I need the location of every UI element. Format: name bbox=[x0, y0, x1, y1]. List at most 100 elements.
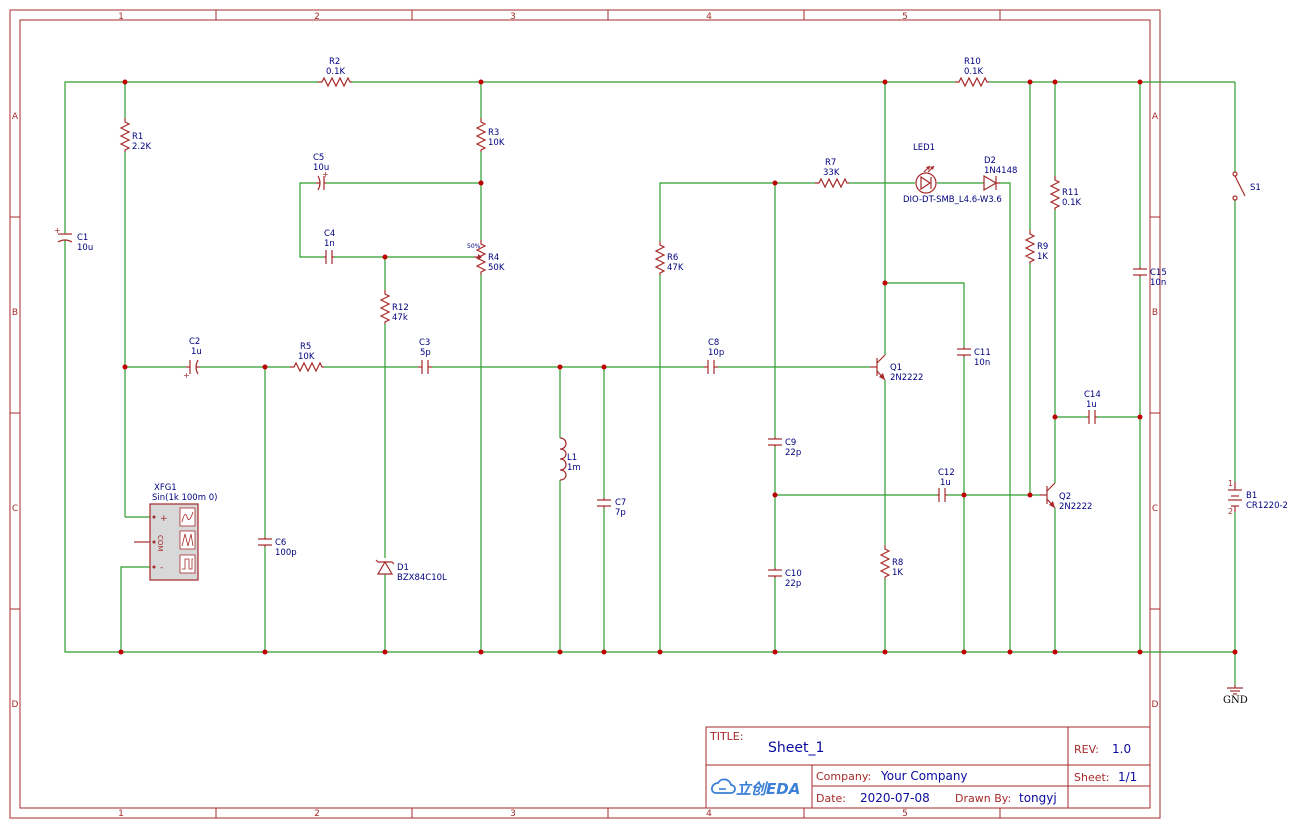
switch-s1[interactable]: S1 bbox=[1232, 171, 1261, 201]
c8-ref: C8 bbox=[708, 338, 719, 348]
capacitor-c14[interactable]: C14 1u bbox=[1084, 390, 1101, 424]
sheet-label: Sheet: bbox=[1074, 771, 1110, 784]
capacitor-c8[interactable]: C8 10p bbox=[704, 338, 724, 374]
ground-symbol[interactable]: GND bbox=[1223, 685, 1248, 706]
capacitor-c7[interactable]: C7 7p bbox=[597, 498, 626, 518]
c1-ref: C1 bbox=[77, 233, 88, 243]
resistor-r12[interactable]: R12 47k bbox=[379, 290, 409, 324]
capacitor-c12[interactable]: C12 1u bbox=[937, 468, 955, 502]
r9-value: 1K bbox=[1037, 252, 1048, 262]
c6-ref: C6 bbox=[275, 538, 286, 548]
logo-text: 立创EDA bbox=[736, 780, 800, 798]
resistor-r2[interactable]: R2 0.1K bbox=[318, 57, 352, 88]
battery-b1[interactable]: 1 2 B1 CR1220-2 bbox=[1228, 479, 1288, 516]
diode-d2[interactable]: D2 1N4148 bbox=[983, 156, 1017, 192]
capacitor-c1[interactable]: + C1 10u bbox=[54, 226, 93, 253]
c14-value: 1u bbox=[1086, 400, 1097, 410]
c9-ref: C9 bbox=[785, 438, 796, 448]
r10-value: 0.1K bbox=[964, 67, 984, 77]
c5-ref: C5 bbox=[313, 153, 324, 163]
r12-ref: R12 bbox=[392, 303, 409, 313]
gnd-label: GND bbox=[1223, 695, 1248, 706]
transistor-q1[interactable]: Q1 2N2222 bbox=[870, 354, 923, 383]
r5-ref: R5 bbox=[300, 342, 311, 352]
r3-value: 10K bbox=[488, 138, 505, 148]
led1-value: DIO-DT-SMB_L4.6-W3.6 bbox=[903, 195, 1002, 205]
row-label-a-right: A bbox=[1152, 112, 1159, 122]
resistor-r5[interactable]: R5 10K bbox=[290, 342, 324, 373]
title-value: Sheet_1 bbox=[768, 740, 824, 756]
resistor-r8[interactable]: R8 1K bbox=[879, 545, 903, 579]
svg-text:+: + bbox=[54, 226, 61, 235]
col-label-1: 1 bbox=[118, 12, 124, 22]
l1-value: 1m bbox=[567, 463, 581, 473]
svg-text:+: + bbox=[322, 170, 329, 179]
capacitor-c9[interactable]: C9 22p bbox=[768, 437, 801, 458]
c15-value: 10n bbox=[1150, 278, 1166, 288]
inductor-l1[interactable]: L1 1m bbox=[559, 437, 581, 481]
d1-value: BZX84C10L bbox=[397, 573, 447, 583]
resistor-r3[interactable]: R3 10K bbox=[475, 118, 505, 152]
potentiometer-r4[interactable]: 50% R4 50K bbox=[467, 240, 505, 275]
r8-value: 1K bbox=[892, 568, 903, 578]
resistor-r1[interactable]: R1 2.2K bbox=[119, 118, 152, 152]
sheet-value: 1/1 bbox=[1118, 770, 1137, 784]
triangle-wave-icon bbox=[179, 530, 196, 550]
rev-value: 1.0 bbox=[1112, 742, 1131, 756]
capacitor-c6[interactable]: C6 100p bbox=[258, 537, 297, 558]
r3-ref: R3 bbox=[488, 128, 499, 138]
transistor-q2[interactable]: Q2 2N2222 bbox=[1040, 482, 1092, 512]
resistor-r11[interactable]: R11 0.1K bbox=[1049, 176, 1082, 210]
row-label-c-right: C bbox=[1152, 504, 1158, 514]
resistor-r10[interactable]: R10 0.1K bbox=[955, 57, 989, 88]
company-value: Your Company bbox=[880, 769, 968, 783]
xfg1-ref: XFG1 bbox=[154, 483, 177, 493]
svg-text:+: + bbox=[183, 371, 190, 380]
function-generator-xfg1[interactable]: + COM - XFG1 Sin(1k 100m 0) bbox=[134, 483, 217, 581]
capacitor-c2[interactable]: + C2 1u bbox=[183, 337, 202, 380]
col-label-5: 5 bbox=[902, 12, 908, 22]
q2-value: 2N2222 bbox=[1059, 502, 1092, 512]
xfg1-minus: - bbox=[160, 563, 163, 573]
row-label-d: D bbox=[12, 700, 19, 710]
d2-ref: D2 bbox=[984, 156, 996, 166]
r6-value: 47K bbox=[667, 263, 684, 273]
row-label-a: A bbox=[12, 112, 19, 122]
capacitor-c15[interactable]: C15 10n bbox=[1133, 267, 1167, 288]
r5-value: 10K bbox=[298, 352, 315, 362]
xfg1-com: COM bbox=[156, 535, 164, 551]
r11-ref: R11 bbox=[1062, 188, 1079, 198]
r4-ref: R4 bbox=[488, 253, 499, 263]
sheet-frame bbox=[9, 9, 1161, 819]
resistor-r6[interactable]: R6 47K bbox=[654, 241, 684, 275]
row-label-b-right: B bbox=[1152, 308, 1158, 318]
c12-ref: C12 bbox=[938, 468, 955, 478]
b1-ref: B1 bbox=[1246, 491, 1257, 501]
b1-pin2: 2 bbox=[1228, 507, 1233, 516]
c12-value: 1u bbox=[940, 478, 951, 488]
r6-ref: R6 bbox=[667, 253, 678, 263]
row-label-c: C bbox=[12, 504, 18, 514]
capacitor-c10[interactable]: C10 22p bbox=[768, 568, 802, 589]
resistor-r9[interactable]: R9 1K bbox=[1024, 230, 1048, 264]
frame-row-labels: A B C D A B C D bbox=[12, 112, 1159, 710]
resistor-r7[interactable]: R7 33K bbox=[815, 158, 849, 189]
c3-value: 5p bbox=[420, 348, 431, 358]
q2-ref: Q2 bbox=[1059, 492, 1071, 502]
company-label: Company: bbox=[816, 770, 871, 783]
r1-ref: R1 bbox=[132, 132, 143, 142]
led1-ref: LED1 bbox=[913, 143, 935, 153]
easyeda-logo: 立创EDA bbox=[711, 778, 800, 798]
drawn-by-value: tongyj bbox=[1019, 791, 1057, 805]
c6-value: 100p bbox=[275, 548, 297, 558]
r10-ref: R10 bbox=[964, 57, 981, 67]
zener-diode-d1[interactable]: D1 BZX84C10L bbox=[375, 559, 447, 583]
c2-value: 1u bbox=[191, 347, 202, 357]
led-led1[interactable]: LED1 DIO-DT-SMB_L4.6-W3.6 bbox=[903, 143, 1002, 205]
capacitor-c3[interactable]: C3 5p bbox=[418, 338, 432, 374]
col-label-2-bottom: 2 bbox=[314, 809, 320, 819]
capacitor-c11[interactable]: C11 10n bbox=[957, 347, 991, 368]
q1-value: 2N2222 bbox=[890, 373, 923, 383]
capacitor-c4[interactable]: C4 1n bbox=[324, 229, 335, 264]
capacitor-c5[interactable]: + C5 10u bbox=[313, 153, 329, 191]
